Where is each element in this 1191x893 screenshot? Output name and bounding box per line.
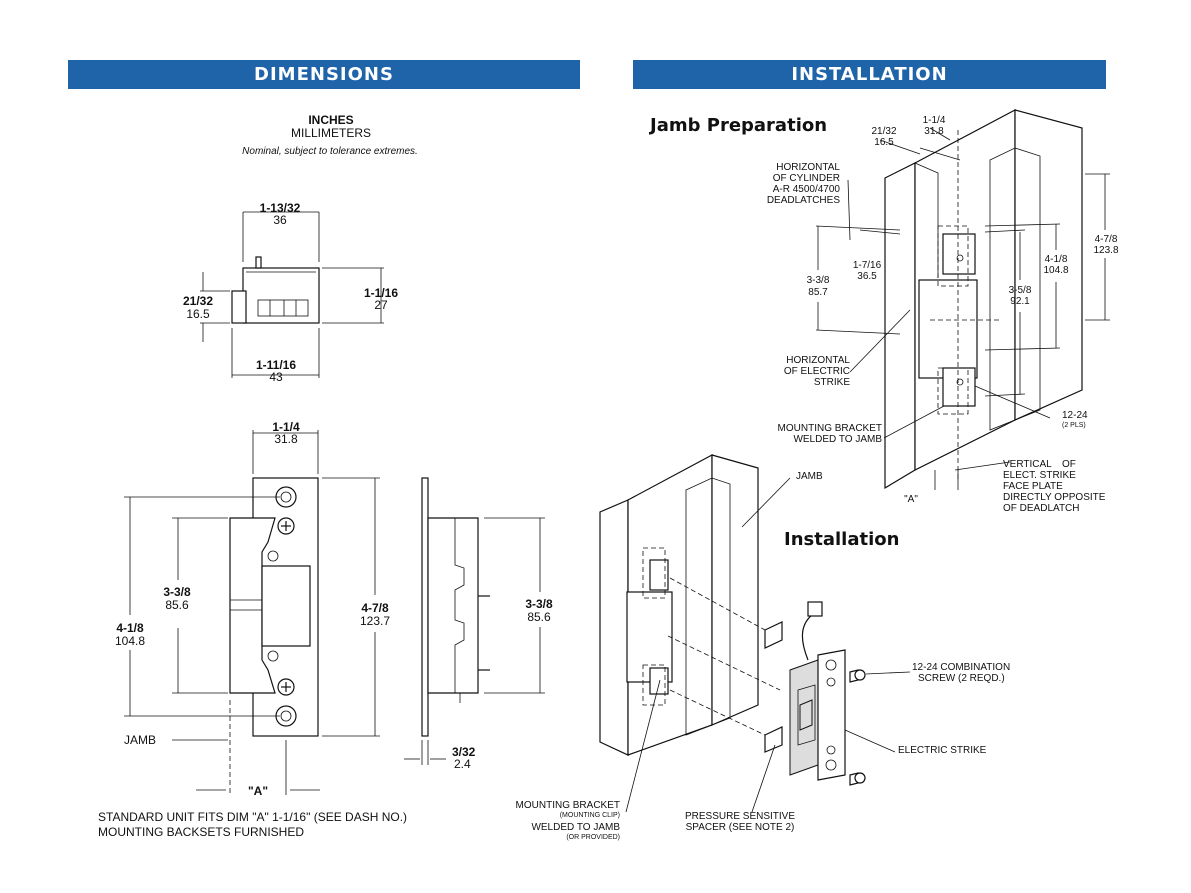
- inst-jamb-label: JAMB: [796, 471, 823, 482]
- jp-cyl-2: OF CYLINDER: [772, 173, 840, 184]
- jp-vert-2: OF: [1062, 459, 1076, 470]
- front-outer-mm: 104.8: [114, 634, 146, 648]
- inst-ps-1: PRESSURE SENSITIVE: [684, 811, 796, 822]
- jp-d5: 3-5/8: [1008, 285, 1032, 296]
- inst-combo-1: 12-24 COMBINATION: [912, 662, 1011, 673]
- side-view-drawing: [404, 477, 545, 765]
- jp-a-label: "A": [904, 494, 918, 505]
- jp-d6-mm: 104.8: [1043, 265, 1069, 276]
- inst-mb-1: MOUNTING BRACKET: [515, 800, 620, 811]
- inst-mb-3: WELDED TO JAMB: [531, 822, 620, 833]
- jp-vert-5: DIRECTLY OPPOSITE: [1003, 492, 1106, 503]
- top-right-dim: 1-1/16: [363, 286, 399, 300]
- jp-hes-3: STRIKE: [813, 377, 850, 388]
- jp-mb-1: MOUNTING BRACKET: [777, 423, 882, 434]
- inst-combo-2: SCREW (2 REQD.): [918, 673, 1005, 684]
- installation-drawing: [599, 453, 911, 813]
- jp-vert-1: VERTICAL: [1003, 459, 1052, 470]
- front-inner-mm: 85.6: [165, 598, 189, 612]
- top-width-dim: 1-13/32: [259, 201, 301, 215]
- jp-d5-mm: 92.1: [1010, 296, 1030, 307]
- jp-d2-mm: 31.8: [924, 126, 944, 137]
- jp-vert-6: OF DEADLATCH: [1003, 503, 1080, 514]
- jp-d7: 4-7/8: [1094, 234, 1118, 245]
- jp-screw: 12-24: [1062, 410, 1088, 421]
- front-inner-dim: 3-3/8: [163, 585, 191, 599]
- tolerance-note: Nominal, subject to tolerance extremes.: [242, 146, 418, 157]
- jamb-prep-drawing: [815, 109, 1110, 490]
- top-right-mm: 27: [374, 298, 388, 312]
- jp-d2: 1-1/4: [922, 115, 946, 126]
- front-outer-dim: 4-1/8: [116, 621, 144, 635]
- side-height-dim: 3-3/8: [525, 597, 553, 611]
- jp-hes-1: HORIZONTAL: [786, 355, 850, 366]
- jp-screw-sub: (2 PLS): [1062, 422, 1086, 429]
- front-height-dim: 4-7/8: [361, 601, 389, 615]
- side-thick-mm: 2.4: [454, 757, 471, 771]
- jp-d1-mm: 16.5: [874, 137, 894, 148]
- front-width-dim: 1-1/4: [272, 420, 300, 434]
- inst-ps-2: SPACER (SEE NOTE 2): [685, 822, 795, 833]
- top-width-mm: 36: [273, 213, 287, 227]
- top-base-mm: 43: [269, 370, 283, 384]
- units-primary-label: INCHES: [308, 113, 354, 127]
- side-thick-dim: 3/32: [452, 745, 476, 759]
- jp-vert-3: ELECT. STRIKE: [1003, 470, 1076, 481]
- top-view-drawing: [200, 211, 384, 378]
- jp-d3-mm: 36.5: [857, 271, 877, 282]
- jp-cyl-1: HORIZONTAL: [776, 162, 840, 173]
- jp-d4-mm: 85.7: [808, 287, 828, 298]
- front-view-drawing: [124, 430, 380, 795]
- jp-vert-4: FACE PLATE: [1003, 481, 1063, 492]
- jp-cyl-3: A-R 4500/4700: [772, 184, 840, 195]
- jp-d1: 21/32: [871, 126, 897, 137]
- inst-mb-2: (MOUNTING CLIP): [559, 812, 620, 819]
- footnote-line-1: STANDARD UNIT FITS DIM "A" 1-1/16" (SEE …: [98, 810, 408, 824]
- dimensions-banner: DIMENSIONS: [68, 60, 580, 89]
- jp-mb-2: WELDED TO JAMB: [793, 434, 882, 445]
- installation-banner: INSTALLATION: [633, 60, 1106, 89]
- inst-strike-label: ELECTRIC STRIKE: [898, 745, 987, 756]
- jp-d4: 3-3/8: [806, 275, 830, 286]
- jp-d3: 1-7/16: [852, 260, 882, 271]
- inst-mb-4: (OR PROVIDED): [566, 834, 620, 841]
- top-left-dim: 21/32: [182, 294, 214, 308]
- front-jamb-label: JAMB: [124, 733, 157, 747]
- footnote-line-2: MOUNTING BACKSETS FURNISHED: [98, 825, 305, 839]
- units-secondary-label: MILLIMETERS: [290, 126, 371, 140]
- top-base-dim: 1-11/16: [255, 358, 297, 372]
- side-height-mm: 85.6: [527, 610, 551, 624]
- jp-cyl-4: DEADLATCHES: [766, 195, 840, 206]
- front-a-label: "A": [247, 784, 269, 798]
- front-height-mm: 123.7: [359, 614, 391, 628]
- front-width-mm: 31.8: [274, 432, 298, 446]
- jp-hes-2: OF ELECTRIC: [783, 366, 850, 377]
- jp-d7-mm: 123.8: [1093, 245, 1119, 256]
- jp-d6: 4-1/8: [1044, 254, 1068, 265]
- top-left-mm: 16.5: [186, 307, 210, 321]
- installation-heading: Installation: [784, 529, 900, 550]
- jamb-prep-heading: Jamb Preparation: [650, 115, 828, 136]
